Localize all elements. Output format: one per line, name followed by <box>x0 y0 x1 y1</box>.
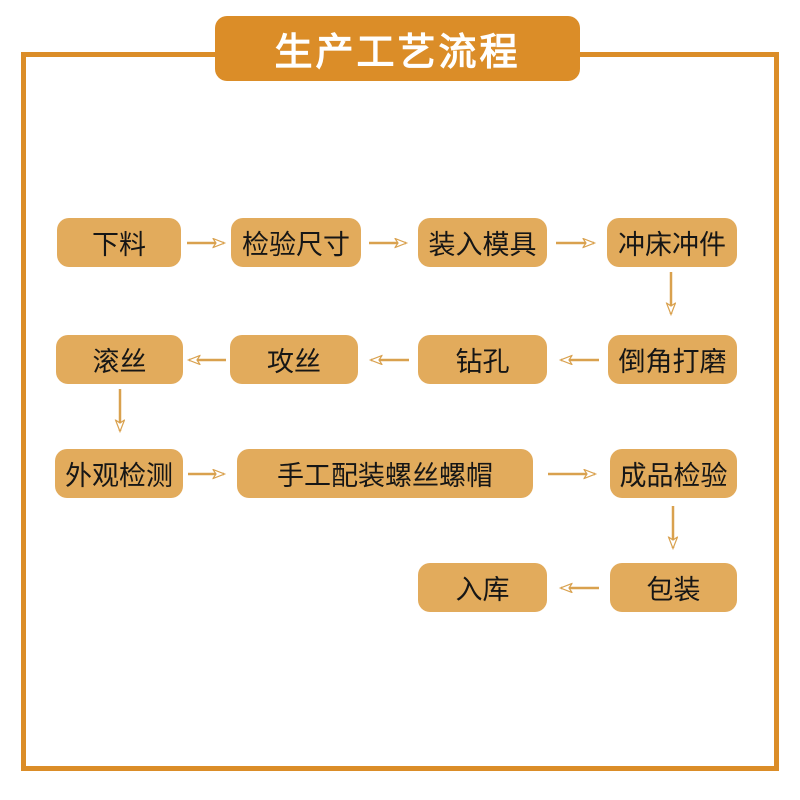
flow-node-final-inspection: 成品检验 <box>610 449 737 498</box>
flow-node-manual-assembly: 手工配装螺丝螺帽 <box>237 449 533 498</box>
flow-node-packaging: 包装 <box>610 563 737 612</box>
title-banner: 生产工艺流程 <box>215 16 580 81</box>
flow-node-cutting: 下料 <box>57 218 181 267</box>
flow-node-tapping: 攻丝 <box>230 335 358 384</box>
flow-node-drilling: 钻孔 <box>418 335 547 384</box>
flow-node-dimension-inspection: 检验尺寸 <box>231 218 361 267</box>
flow-node-appearance-inspection: 外观检测 <box>55 449 183 498</box>
page-title: 生产工艺流程 <box>274 30 521 74</box>
flow-node-thread-rolling: 滚丝 <box>56 335 183 384</box>
flow-node-load-into-mold: 装入模具 <box>418 218 547 267</box>
flow-node-warehousing: 入库 <box>418 563 547 612</box>
flow-node-punching: 冲床冲件 <box>607 218 737 267</box>
flow-node-chamfer-grinding: 倒角打磨 <box>608 335 737 384</box>
